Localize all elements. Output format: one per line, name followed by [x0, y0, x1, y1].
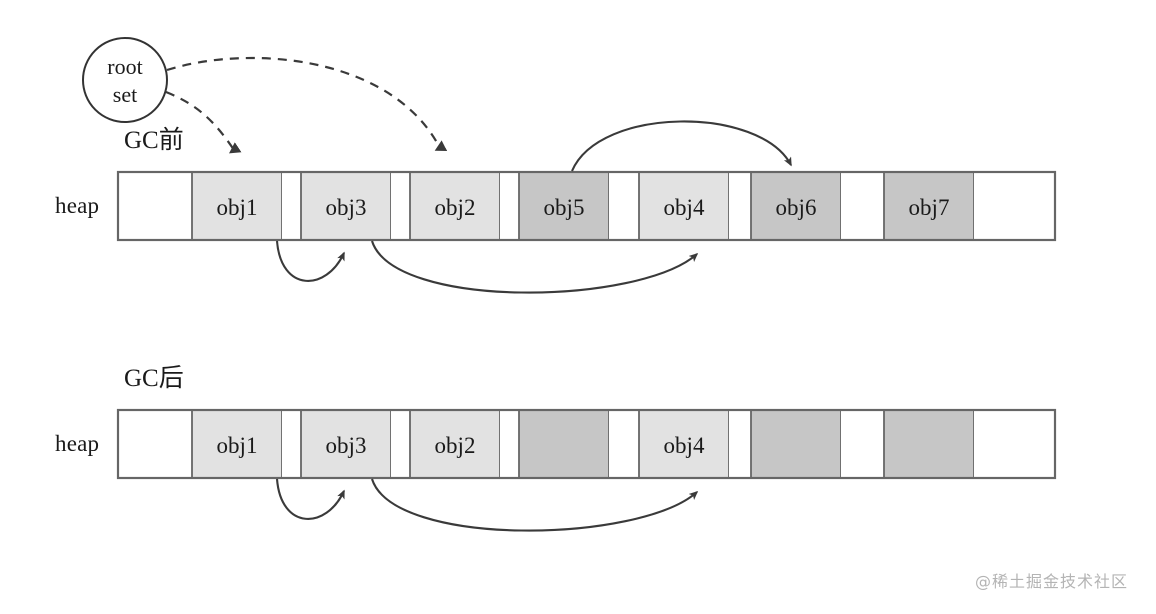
- edge-root-to-obj2: [166, 56, 448, 151]
- edge-obj1-to-obj3-before: [275, 240, 345, 282]
- cell-label-before-gc-obj5: obj5: [543, 195, 585, 220]
- edge-obj5-to-obj6-before: [571, 120, 792, 172]
- heap-cell-after-gc-gap-3: [500, 410, 519, 478]
- cell-label-after-gc-obj2: obj2: [434, 433, 476, 458]
- heap-cell-before-gc-gap-2: [391, 172, 410, 240]
- heap-cell-before-gc-empty-0: [118, 172, 192, 240]
- cell-label-before-gc-obj1: obj1: [216, 195, 258, 220]
- heap-cell-before-gc-gap-1: [282, 172, 301, 240]
- heap-cell-before-gc-gap-5: [729, 172, 751, 240]
- cell-label-before-gc-obj4: obj4: [663, 195, 705, 220]
- cell-label-after-gc-obj3: obj3: [325, 433, 367, 458]
- heap-cell-after-gc-gap-4: [609, 410, 639, 478]
- heap-cell-after-gc-gap-2: [391, 410, 410, 478]
- heap-outline-after: [116, 408, 1057, 480]
- cell-label-before-gc-obj2: obj2: [434, 195, 476, 220]
- cell-label-after-gc-obj4: obj4: [663, 433, 705, 458]
- heap-cell-after-gc-swept-5: [518, 409, 610, 479]
- cell-label-before-gc-obj6: obj6: [775, 195, 817, 220]
- heap-cell-after-gc-empty-0: [118, 410, 192, 478]
- heap-cell-before-gc-gap-6: [841, 172, 884, 240]
- heap-cell-after-gc-gap-5: [729, 410, 751, 478]
- heap-cells-after: [118, 409, 1055, 479]
- edge-obj2-to-obj4-before: [371, 240, 699, 294]
- phase-label-after-gc: GC后: [124, 365, 184, 392]
- cell-label-before-gc-obj3: obj3: [325, 195, 367, 220]
- heap-cell-after-gc-empty-tail: [974, 410, 1055, 478]
- site-watermark: @稀土掘金技术社区: [975, 572, 1129, 591]
- root-set-circle: [82, 37, 168, 123]
- heap-label-before-gc: heap: [55, 193, 100, 218]
- phase-label-before-gc: GC前: [124, 127, 184, 154]
- heap-cell-after-gc-gap-1: [282, 410, 301, 478]
- edge-obj2-to-obj4-after: [371, 478, 699, 532]
- edge-obj1-to-obj3-after: [275, 478, 345, 520]
- cell-label-before-gc-obj7: obj7: [908, 195, 950, 220]
- heap-cell-before-gc-gap-3: [500, 172, 519, 240]
- heap-cell-after-gc-gap-6: [841, 410, 884, 478]
- heap-cell-after-gc-swept-7: [883, 409, 975, 479]
- heap-cell-after-gc-swept-6: [750, 409, 842, 479]
- root-set-label-line1: root: [107, 54, 143, 79]
- cell-label-after-gc-obj1: obj1: [216, 433, 258, 458]
- heap-label-after-gc: heap: [55, 431, 100, 456]
- root-set-label-line2: set: [112, 82, 138, 107]
- heap-cell-before-gc-gap-4: [609, 172, 639, 240]
- heap-cell-before-gc-empty-tail: [974, 172, 1055, 240]
